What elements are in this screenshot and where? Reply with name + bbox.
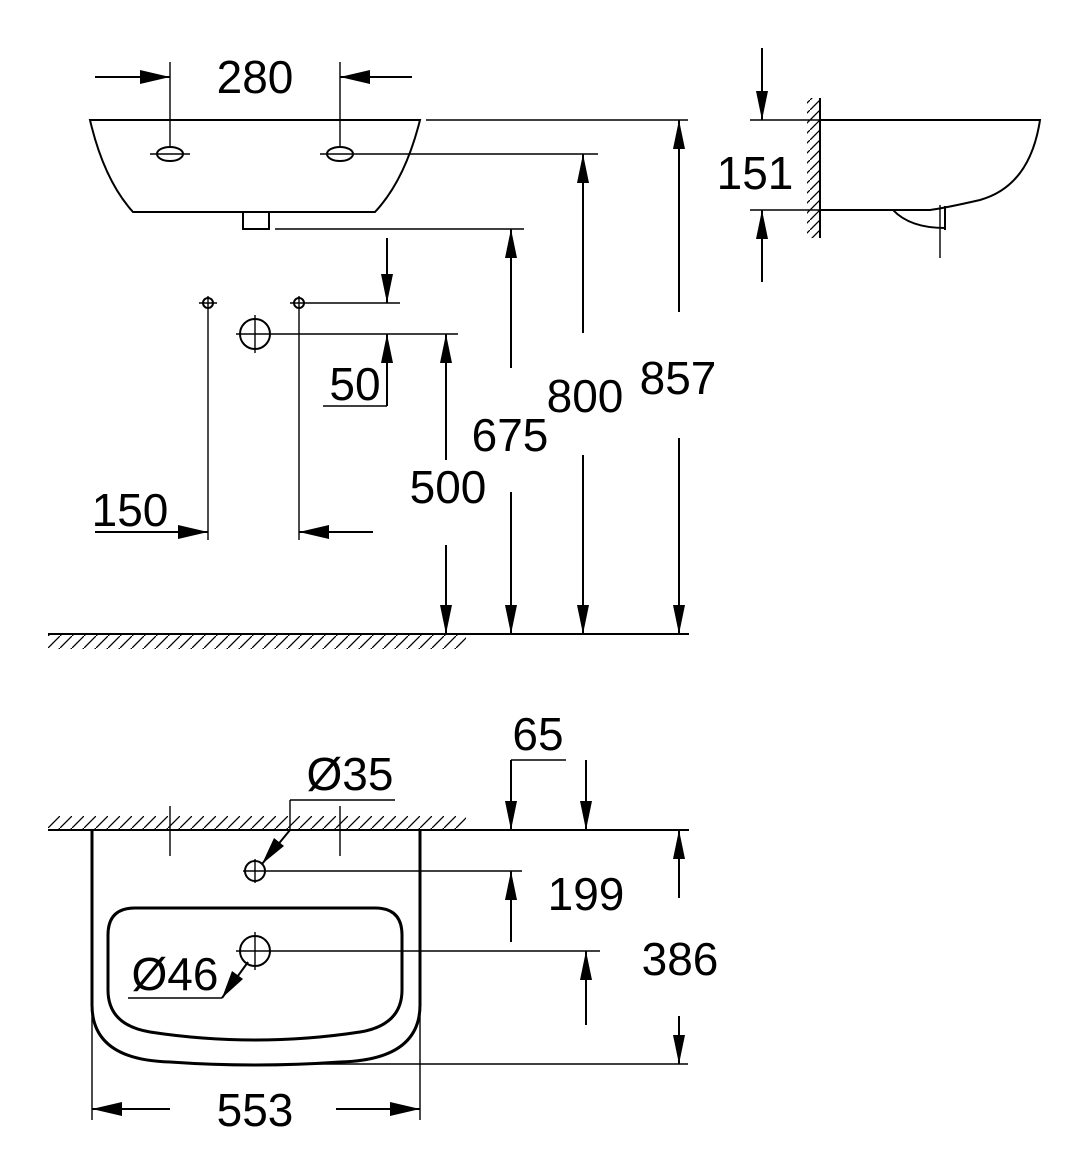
top-wall xyxy=(48,816,689,831)
dim-553: 553 xyxy=(217,1084,294,1136)
dim-857: 857 xyxy=(640,352,717,404)
waste-connection xyxy=(236,315,458,353)
dim-199: 199 xyxy=(548,868,625,920)
side-wall xyxy=(807,98,821,238)
dim-diameter-35: Ø35 xyxy=(307,748,394,800)
front-tap-hole-left xyxy=(150,146,190,162)
top-basin-outline xyxy=(90,830,422,1067)
dim-150: 150 xyxy=(92,484,169,536)
dim-diameter-46: Ø46 xyxy=(132,948,219,1000)
front-basin-outline xyxy=(88,119,422,213)
side-view: 151 xyxy=(717,48,1042,282)
floor-line xyxy=(48,633,689,649)
dim-675: 675 xyxy=(472,409,549,461)
supply-point-left xyxy=(199,296,217,540)
top-view: Ø35 Ø46 65 199 386 xyxy=(48,708,718,1136)
front-view: 280 50 150 xyxy=(48,51,716,649)
top-tap-hole xyxy=(243,859,522,883)
dim-800: 800 xyxy=(547,370,624,422)
dim-50: 50 xyxy=(329,358,380,410)
supply-point-right xyxy=(290,296,400,540)
top-bowl-outline xyxy=(106,906,404,1042)
top-waste-hole xyxy=(236,932,600,970)
dim-386: 386 xyxy=(642,933,719,985)
front-waste-outlet xyxy=(242,211,270,230)
front-tap-hole-right xyxy=(320,146,360,162)
dim-65: 65 xyxy=(512,708,563,760)
dim-280: 280 xyxy=(217,51,294,103)
side-basin-profile xyxy=(820,119,1042,211)
dim-500: 500 xyxy=(410,461,487,513)
dim-151: 151 xyxy=(717,147,794,199)
